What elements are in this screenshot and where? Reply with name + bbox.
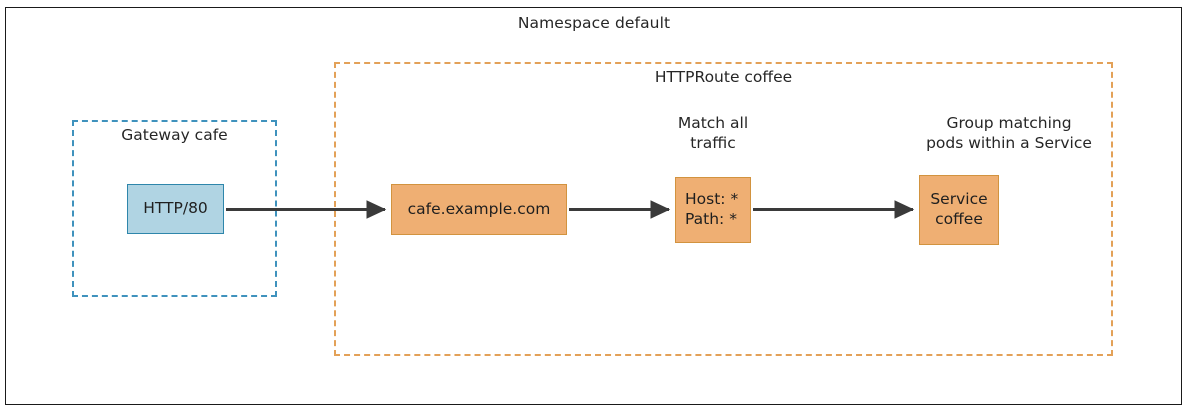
- node-gateway-listener-label: HTTP/80: [143, 199, 208, 218]
- backend-caption-line1: Group matching: [946, 114, 1072, 132]
- backend-caption-line2: pods within a Service: [926, 134, 1092, 153]
- node-match-path-line: Path: *: [685, 210, 737, 228]
- node-hostname[interactable]: cafe.example.com: [391, 184, 567, 235]
- node-backend-service-name: coffee: [935, 210, 983, 228]
- match-caption: Match all traffic: [643, 113, 783, 154]
- node-backend-service-kind: Service: [930, 190, 988, 209]
- node-match-rules-lines: Host: * Path: *: [685, 190, 738, 230]
- match-caption-line1: Match all: [677, 114, 749, 132]
- httproute-title: HTTPRoute coffee: [654, 68, 793, 86]
- match-caption-line2: traffic: [690, 134, 736, 153]
- node-match-rules[interactable]: Host: * Path: *: [675, 177, 751, 243]
- backend-caption: Group matching pods within a Service: [869, 113, 1149, 154]
- node-match-host-line: Host: *: [685, 190, 739, 209]
- gateway-title: Gateway cafe: [121, 126, 228, 144]
- node-gateway-listener[interactable]: HTTP/80: [127, 184, 224, 234]
- node-backend-service[interactable]: Service coffee: [919, 175, 999, 245]
- node-backend-service-lines: Service coffee: [930, 190, 987, 230]
- node-hostname-label: cafe.example.com: [407, 199, 551, 218]
- namespace-title: Namespace default: [517, 14, 671, 32]
